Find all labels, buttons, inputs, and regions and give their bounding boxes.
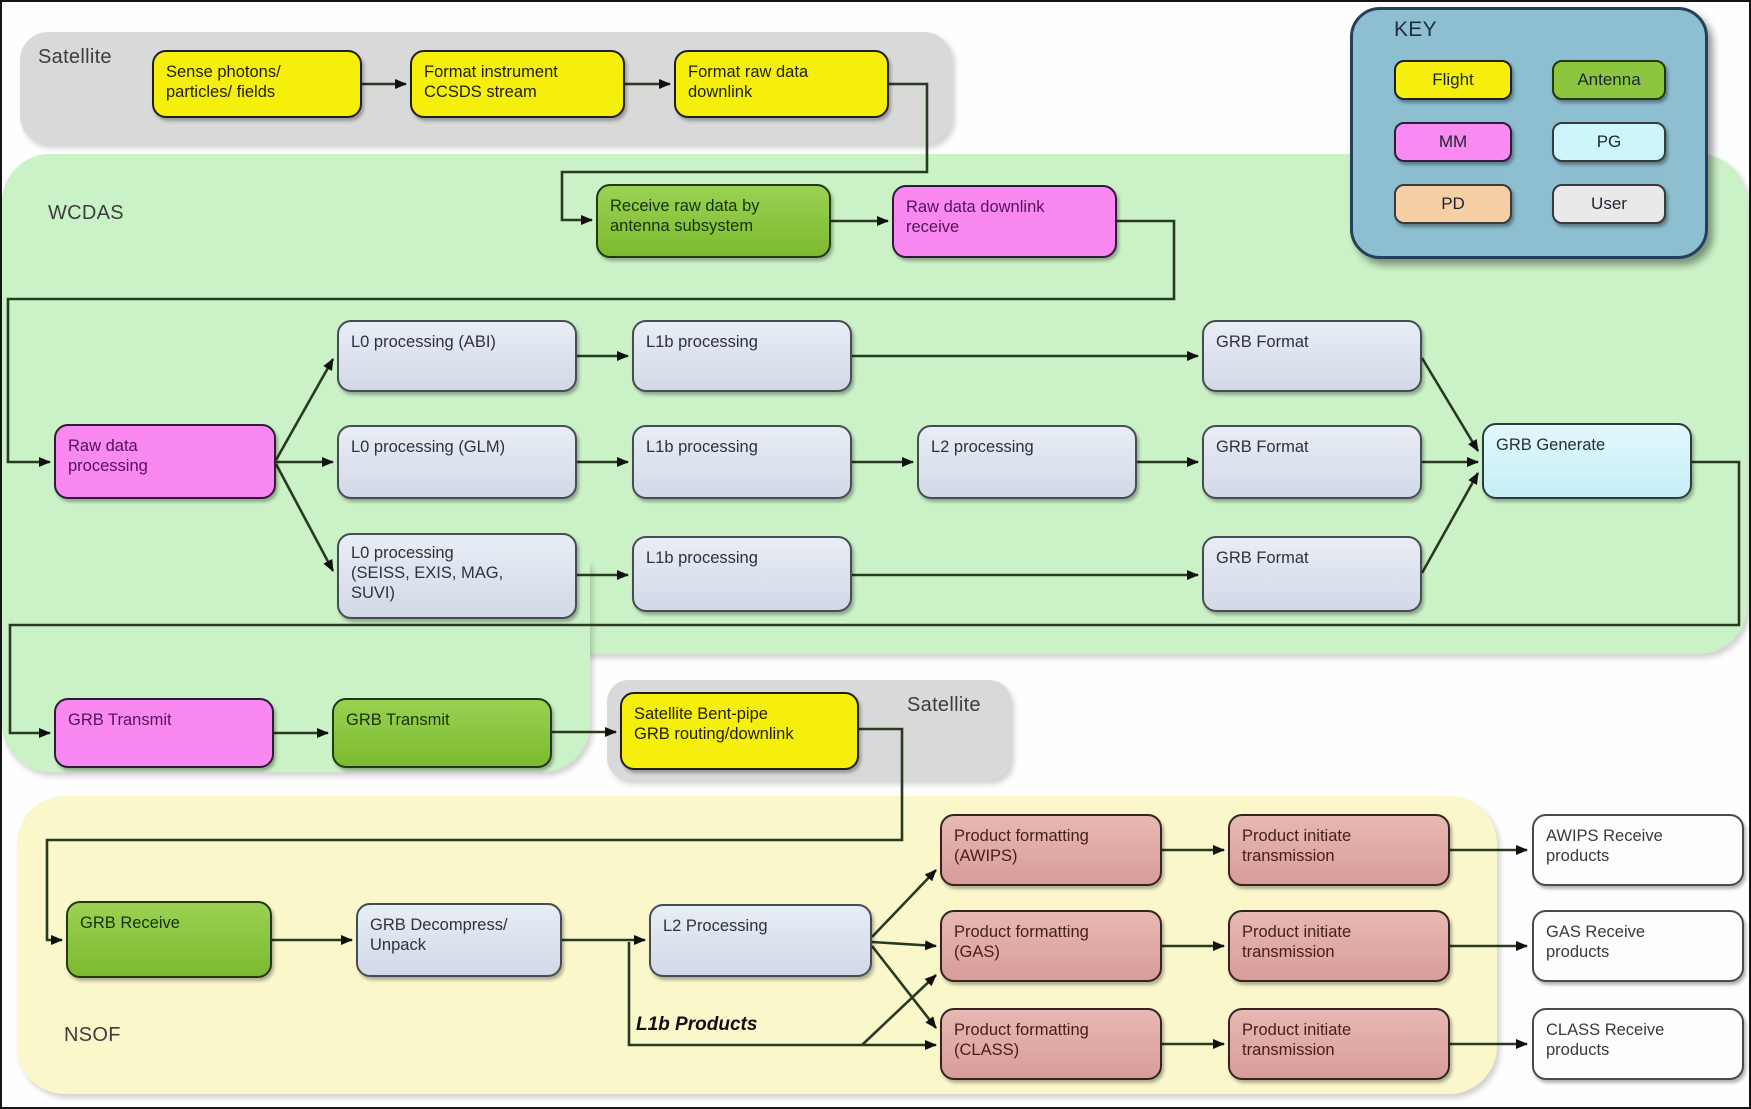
connector-generate-to-transmit <box>8 460 1741 738</box>
node-raw-data-downlink-receive: Raw data downlink receive <box>892 185 1117 258</box>
key-item-pg: PG <box>1552 122 1666 162</box>
node-l2-processing-nsof: L2 Processing <box>649 904 872 977</box>
node-grb-transmit-antenna: GRB Transmit <box>332 698 552 768</box>
node-product-formatting-class: Product formatting (CLASS) <box>940 1008 1162 1080</box>
node-product-initiate-gas: Product initiate transmission <box>1228 910 1450 982</box>
connector-grbfseiss-to-generate <box>1420 472 1480 574</box>
node-grb-receive: GRB Receive <box>66 901 272 978</box>
node-product-initiate-awips: Product initiate transmission <box>1228 814 1450 886</box>
node-grb-format-seiss: GRB Format <box>1202 536 1422 612</box>
node-product-initiate-class: Product initiate transmission <box>1228 1008 1450 1080</box>
key-item-flight: Flight <box>1394 60 1512 100</box>
connector-rawproc-to-l0abi <box>274 358 335 461</box>
node-awips-receive-products: AWIPS Receive products <box>1532 814 1744 886</box>
node-format-instrument-ccsds: Format instrument CCSDS stream <box>410 50 625 118</box>
node-l0-processing-abi: L0 processing (ABI) <box>337 320 577 392</box>
connector-dlreceive-to-rawproc <box>6 219 1176 467</box>
connector-rawproc-to-l0seiss <box>274 463 335 572</box>
section-label-satellite-top: Satellite <box>38 46 112 68</box>
node-l1b-processing-abi: L1b processing <box>632 320 852 392</box>
node-l1b-processing-glm: L1b processing <box>632 425 852 499</box>
connector-l2-to-pf-gas <box>871 940 937 951</box>
node-grb-generate: GRB Generate <box>1482 423 1692 499</box>
node-receive-raw-data-antenna: Receive raw data by antenna subsystem <box>596 184 831 258</box>
l1b-products-annotation: L1b Products <box>636 1014 758 1035</box>
node-l0-processing-glm: L0 processing (GLM) <box>337 425 577 499</box>
connector-l1bproducts-to-gas <box>861 974 937 1046</box>
section-label-satellite-mid: Satellite <box>907 694 981 716</box>
connector-downlink-to-antenna <box>560 82 929 225</box>
node-l0-processing-seiss: L0 processing (SEISS, EXIS, MAG, SUVI) <box>337 533 577 619</box>
section-label-nsof: NSOF <box>64 1024 121 1046</box>
node-grb-transmit-mm: GRB Transmit <box>54 698 274 768</box>
connector-l2-to-pf-awips <box>871 869 937 938</box>
node-product-formatting-awips: Product formatting (AWIPS) <box>940 814 1162 886</box>
node-product-formatting-gas: Product formatting (GAS) <box>940 910 1162 982</box>
node-class-receive-products: CLASS Receive products <box>1532 1008 1744 1080</box>
key-item-antenna: Antenna <box>1552 60 1666 100</box>
node-gas-receive-products: GAS Receive products <box>1532 910 1744 982</box>
key-item-mm: MM <box>1394 122 1512 162</box>
section-label-wcdas: WCDAS <box>48 202 124 224</box>
node-raw-data-processing: Raw data processing <box>54 424 276 499</box>
connector-grbfabi-to-generate <box>1420 357 1480 452</box>
node-grb-format-glm: GRB Format <box>1202 425 1422 499</box>
key-item-pd: PD <box>1394 184 1512 224</box>
key-legend-title: KEY <box>1394 18 1437 41</box>
node-format-raw-data-downlink: Format raw data downlink <box>674 50 889 118</box>
node-l2-processing-glm: L2 processing <box>917 425 1137 499</box>
key-item-user: User <box>1552 184 1666 224</box>
node-grb-format-abi: GRB Format <box>1202 320 1422 392</box>
connector-l1bproducts-to-class <box>627 942 937 1050</box>
node-grb-decompress-unpack: GRB Decompress/ Unpack <box>356 903 562 977</box>
node-l1b-processing-seiss: L1b processing <box>632 536 852 612</box>
node-sense-photons: Sense photons/ particles/ fields <box>152 50 362 118</box>
node-satellite-bentpipe: Satellite Bent-pipe GRB routing/downlink <box>620 692 859 770</box>
connector-bentpipe-to-grbreceive <box>45 727 904 945</box>
connector-l2-to-pf-class <box>870 945 938 1029</box>
